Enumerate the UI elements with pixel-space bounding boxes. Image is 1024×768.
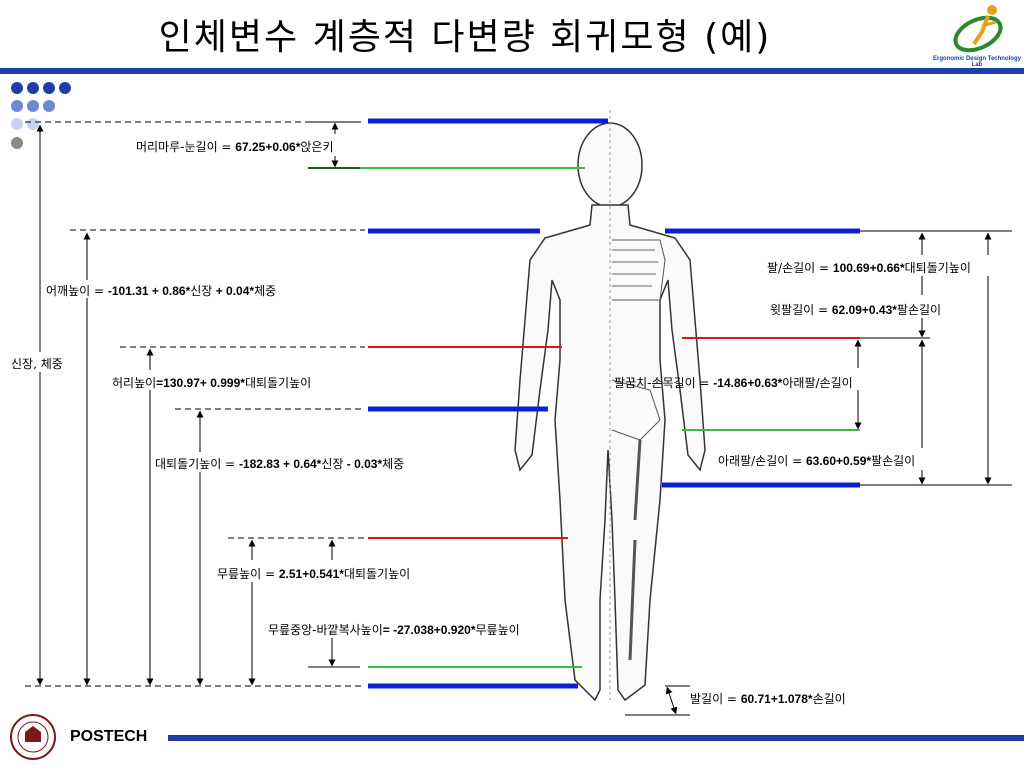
label-head-eye: 머리마루-눈길이 = 67.25+0.06*앉은키 — [136, 140, 334, 154]
postech-brand: POSTECH — [70, 728, 148, 745]
label-trochanter-height: 대퇴돌기높이 = -182.83 + 0.64*신장 - 0.03*체중 — [155, 457, 405, 471]
label-shoulder-height: 어깨높이 = -101.31 + 0.86*신장 + 0.04*체중 — [46, 284, 277, 298]
label-knee-height: 무릎높이 = 2.51+0.541*대퇴돌기높이 — [217, 567, 411, 581]
human-skeleton-figure — [514, 110, 706, 702]
label-knee-ankle-height: 무릎중앙-바깥복사높이= -27.038+0.920*무릎높이 — [268, 623, 520, 637]
title-divider — [0, 68, 1024, 74]
footer-divider — [168, 735, 1024, 741]
figure-swoosh-icon — [953, 5, 1003, 53]
label-elbow-wrist-length: 팔꿈치-손목길이 = -14.86+0.63*아래팔/손길이 — [614, 376, 853, 390]
label-stature-weight: 신장, 체중 — [11, 357, 63, 371]
label-upper-arm-length: 윗팔길이 = 62.09+0.43*팔손길이 — [770, 303, 942, 317]
lab-logo-text: Ergonomic Design Technology Lab — [933, 56, 1021, 68]
label-waist-height: 허리높이=130.97+ 0.999*대퇴돌기높이 — [112, 376, 312, 390]
slide-bullets-icon — [11, 82, 71, 149]
level-bars — [368, 118, 860, 689]
label-foot-length: 발길이 = 60.71+1.078*손길이 — [690, 692, 846, 706]
university-seal-icon — [10, 714, 56, 760]
label-arm-hand-length: 팔/손길이 = 100.69+0.66*대퇴돌기높이 — [767, 261, 971, 275]
page-title: 인체변수 계층적 다변량 회귀모형 (예) — [158, 17, 772, 58]
label-forearm-hand-length: 아래팔/손길이 = 63.60+0.59*팔손길이 — [718, 454, 916, 468]
